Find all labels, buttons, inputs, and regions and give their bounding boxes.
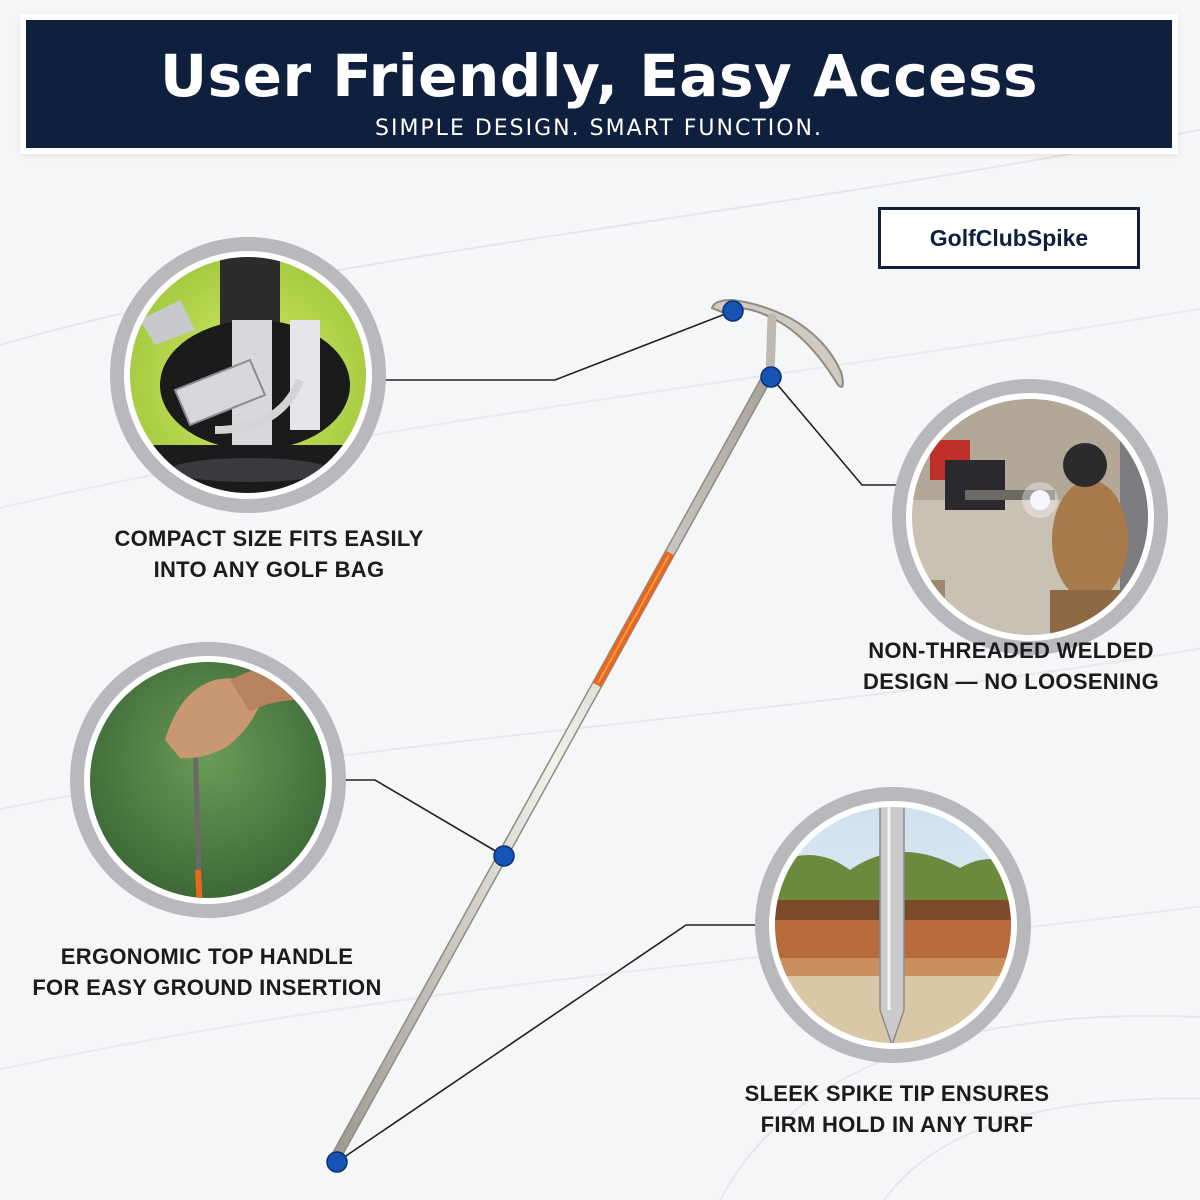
golf-bag-photo	[110, 237, 386, 513]
page-title: User Friendly, Easy Access	[159, 42, 1038, 110]
brand-badge: GolfClubSpike	[878, 207, 1140, 269]
hand-pulling-spike-photo	[70, 642, 346, 918]
feature-label-handle-line1: ERGONOMIC TOP HANDLE	[60, 944, 354, 969]
feature-label-welded: NON-THREADED WELDED DESIGN — NO LOOSENIN…	[830, 635, 1192, 697]
feature-label-compact: COMPACT SIZE FITS EASILY INTO ANY GOLF B…	[60, 523, 478, 585]
feature-label-spike-tip: SLEEK SPIKE TIP ENSURES FIRM HOLD IN ANY…	[712, 1078, 1082, 1140]
feature-label-compact-line2: INTO ANY GOLF BAG	[153, 557, 385, 582]
header-banner: User Friendly, Easy Access SIMPLE DESIGN…	[20, 14, 1178, 154]
feature-label-handle: ERGONOMIC TOP HANDLE FOR EASY GROUND INS…	[10, 941, 404, 1003]
feature-label-welded-line1: NON-THREADED WELDED	[868, 638, 1154, 663]
feature-label-handle-line2: FOR EASY GROUND INSERTION	[32, 975, 382, 1000]
golf-club-spike	[331, 298, 844, 1161]
welding-photo	[892, 379, 1168, 655]
feature-label-compact-line1: COMPACT SIZE FITS EASILY	[114, 526, 424, 551]
spike-in-soil-photo	[755, 787, 1031, 1063]
feature-label-welded-line2: DESIGN — NO LOOSENING	[863, 669, 1159, 694]
feature-label-spike-tip-line2: FIRM HOLD IN ANY TURF	[760, 1112, 1034, 1137]
callout-dots	[326, 300, 782, 1173]
header-panel: User Friendly, Easy Access SIMPLE DESIGN…	[26, 20, 1172, 148]
feature-label-spike-tip-line1: SLEEK SPIKE TIP ENSURES	[744, 1081, 1050, 1106]
page-subtitle: SIMPLE DESIGN. SMART FUNCTION.	[374, 116, 824, 141]
